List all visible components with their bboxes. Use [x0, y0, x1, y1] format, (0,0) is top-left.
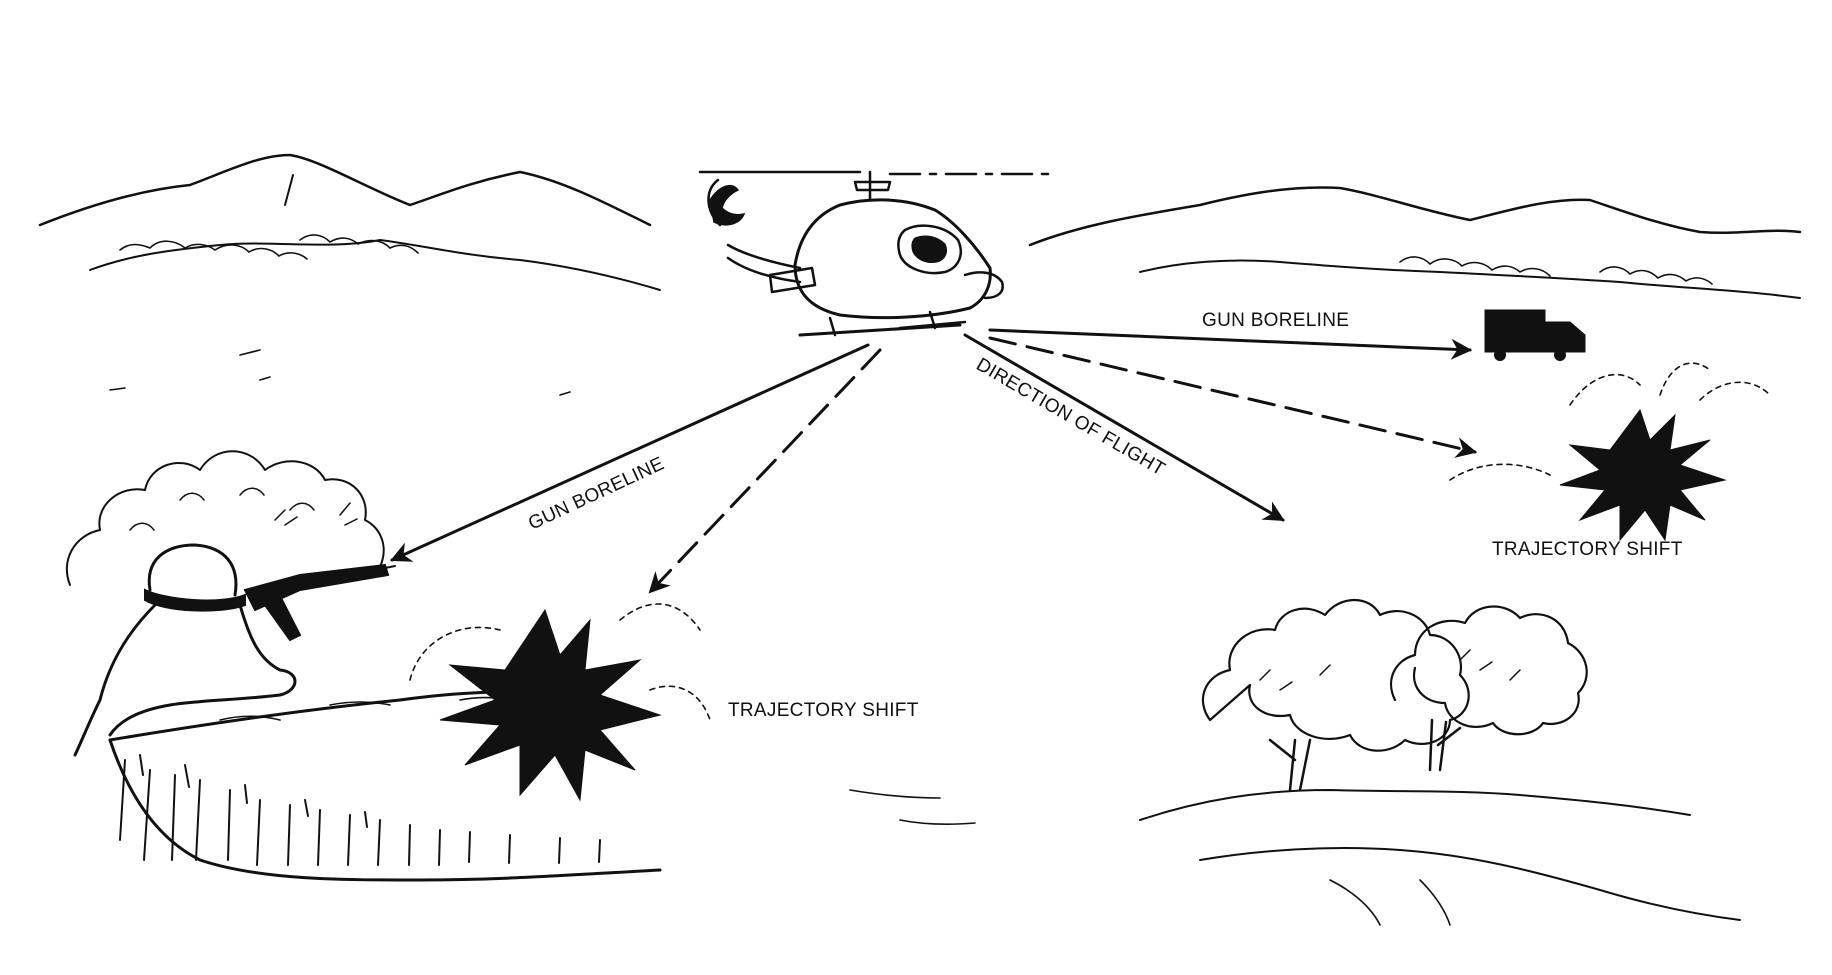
ground-lines	[109, 349, 1741, 926]
trajectory-shift-left-label: TRAJECTORY SHIFT	[728, 700, 919, 721]
mountains-left	[38, 153, 661, 291]
direction-of-flight-line: DIRECTION OF FLIGHT	[963, 333, 1285, 522]
rotor-blades	[698, 170, 1052, 176]
boreline-right: GUN BORELINE	[988, 310, 1473, 360]
trajectory-shift-right-label: TRAJECTORY SHIFT	[1492, 539, 1683, 560]
truck-target	[1484, 309, 1586, 361]
trees-right	[1201, 599, 1588, 792]
boreline-left: GUN BORELINE	[390, 343, 870, 562]
trajectory-shift-left-line	[648, 348, 882, 594]
trajectory-shift-right-line	[988, 336, 1478, 458]
gun-boreline-left-label: GUN BORELINE	[525, 453, 667, 534]
mountains-right	[1028, 186, 1802, 299]
bushes-left	[65, 450, 385, 586]
explosion-right: TRAJECTORY SHIFT	[1449, 362, 1771, 560]
helicopter	[707, 170, 1004, 337]
explosion-left: TRAJECTORY SHIFT	[409, 603, 919, 802]
foreground-cliff	[108, 690, 662, 882]
soldier	[73, 543, 396, 757]
gun-boreline-right-label: GUN BORELINE	[1202, 310, 1349, 331]
